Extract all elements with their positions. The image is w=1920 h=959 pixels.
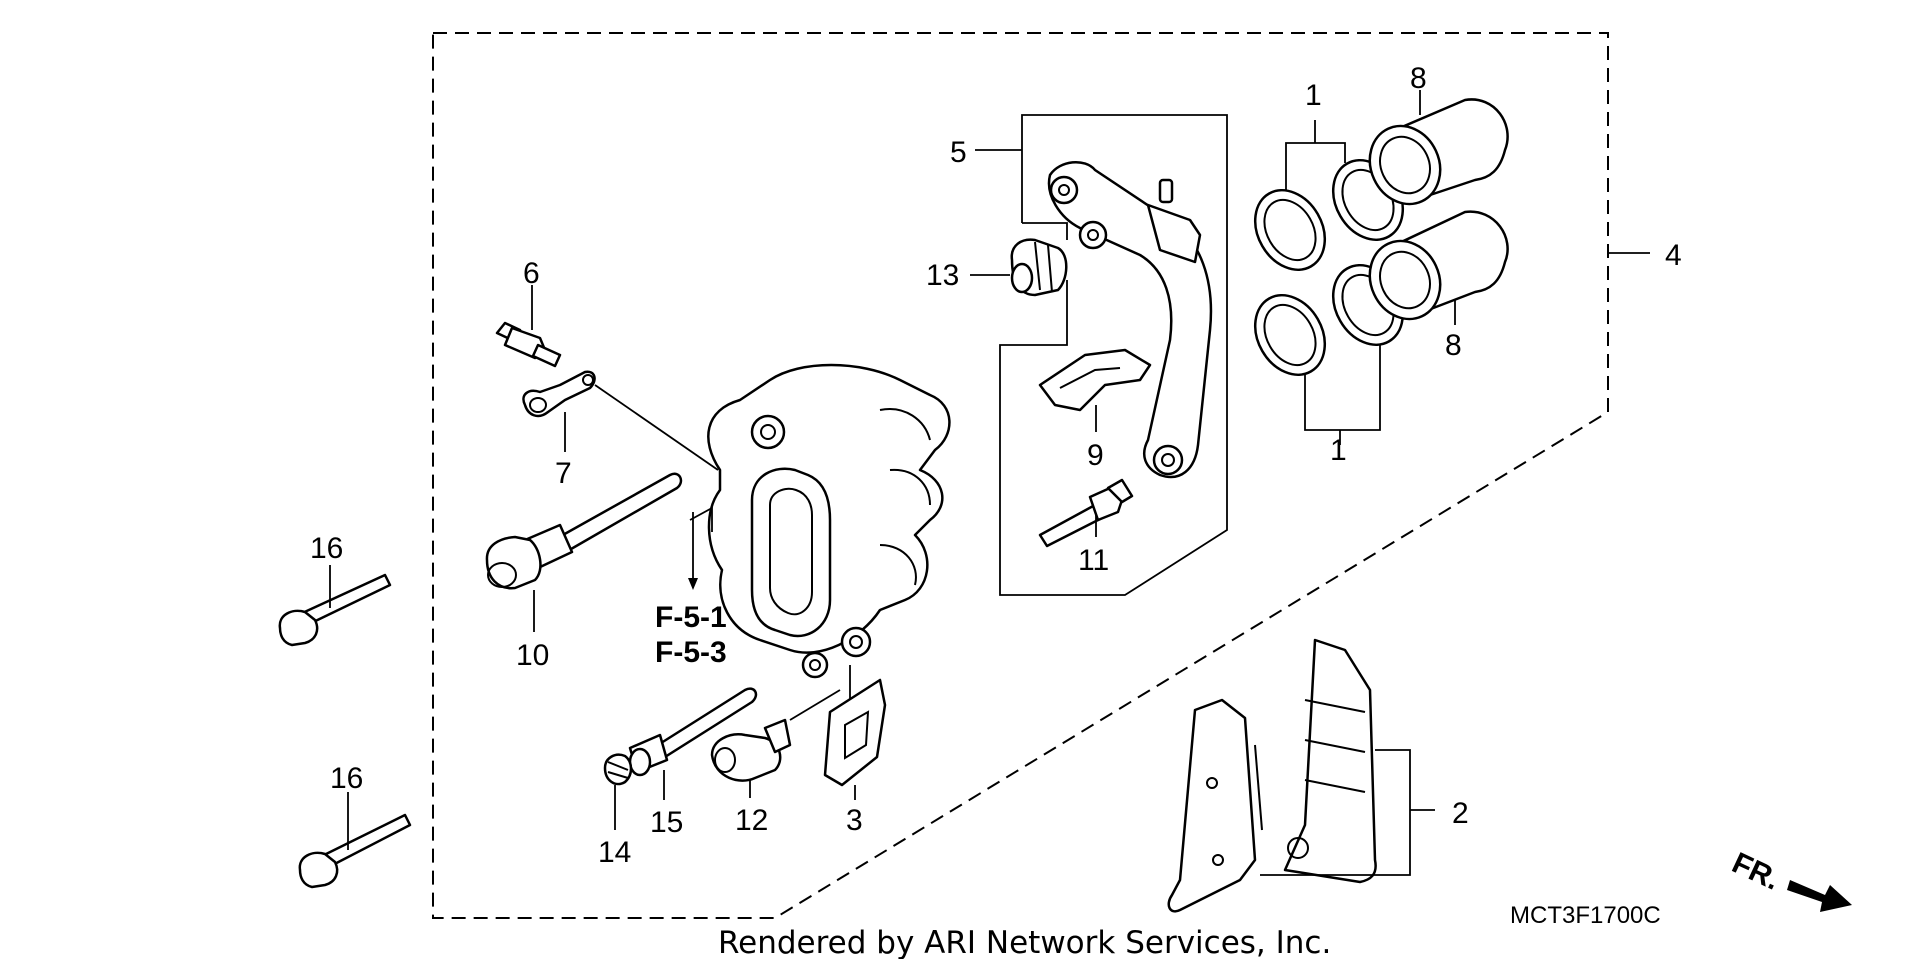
pad-pin-bolt[interactable] <box>485 472 683 590</box>
slide-pin[interactable] <box>628 687 758 777</box>
callout-15: 15 <box>650 806 683 839</box>
callout-7: 7 <box>555 457 572 490</box>
pad-retainer[interactable] <box>823 678 887 787</box>
callout-8-bottom: 8 <box>1445 329 1462 362</box>
caliper-pistons[interactable] <box>1357 98 1509 330</box>
leader-12-to-body <box>789 689 841 721</box>
callout-16-lower: 16 <box>330 762 363 795</box>
callout-16-upper: 16 <box>310 532 343 565</box>
direction-label: FR. <box>1727 846 1785 896</box>
callout-3: 3 <box>846 804 863 837</box>
bracket-pin[interactable] <box>1038 478 1134 548</box>
callout-6: 6 <box>523 257 540 290</box>
callout-1-bottom: 1 <box>1330 434 1347 467</box>
slide-pin-spring[interactable] <box>603 753 633 786</box>
reference-label-2[interactable]: F-5-3 <box>655 636 727 669</box>
leader-2-box <box>1260 749 1411 876</box>
pad-spring[interactable] <box>1038 348 1152 412</box>
slide-pin-boot[interactable] <box>710 718 792 782</box>
pin-boot[interactable] <box>1010 238 1068 297</box>
callout-10: 10 <box>516 639 549 672</box>
leader-1-bottom <box>1304 345 1381 431</box>
front-direction-arrow: FR. <box>1727 846 1852 912</box>
callout-13: 13 <box>926 259 959 292</box>
credit-text: Rendered by ARI Network Services, Inc. <box>718 925 1331 959</box>
callout-12: 12 <box>735 804 768 837</box>
caliper-bracket[interactable] <box>1047 161 1213 479</box>
brake-pad-set[interactable] <box>1167 638 1377 913</box>
body-mark <box>689 506 713 532</box>
bracket-group-box <box>999 114 1228 596</box>
callout-8-top: 8 <box>1410 62 1427 95</box>
mounting-bolt-upper[interactable] <box>278 573 392 647</box>
callout-9: 9 <box>1087 439 1104 472</box>
bleeder-cap[interactable] <box>522 370 596 418</box>
callout-5: 5 <box>950 136 967 169</box>
callout-11: 11 <box>1078 544 1109 577</box>
caliper-body[interactable] <box>707 363 951 679</box>
leader-7-to-body <box>594 384 719 471</box>
callout-4: 4 <box>1665 239 1682 272</box>
callout-2: 2 <box>1452 797 1469 830</box>
callout-14: 14 <box>598 836 631 869</box>
assembly-boundary <box>432 32 1609 919</box>
reference-arrow-head <box>688 578 698 590</box>
bleeder-screw[interactable] <box>495 321 562 368</box>
reference-label-1[interactable]: F-5-1 <box>655 601 727 634</box>
callout-1-top: 1 <box>1305 79 1322 112</box>
bracket-group-box-notch <box>1022 222 1068 240</box>
mounting-bolt-lower[interactable] <box>298 813 412 889</box>
diagram-code: MCT3F1700C <box>1510 902 1661 929</box>
